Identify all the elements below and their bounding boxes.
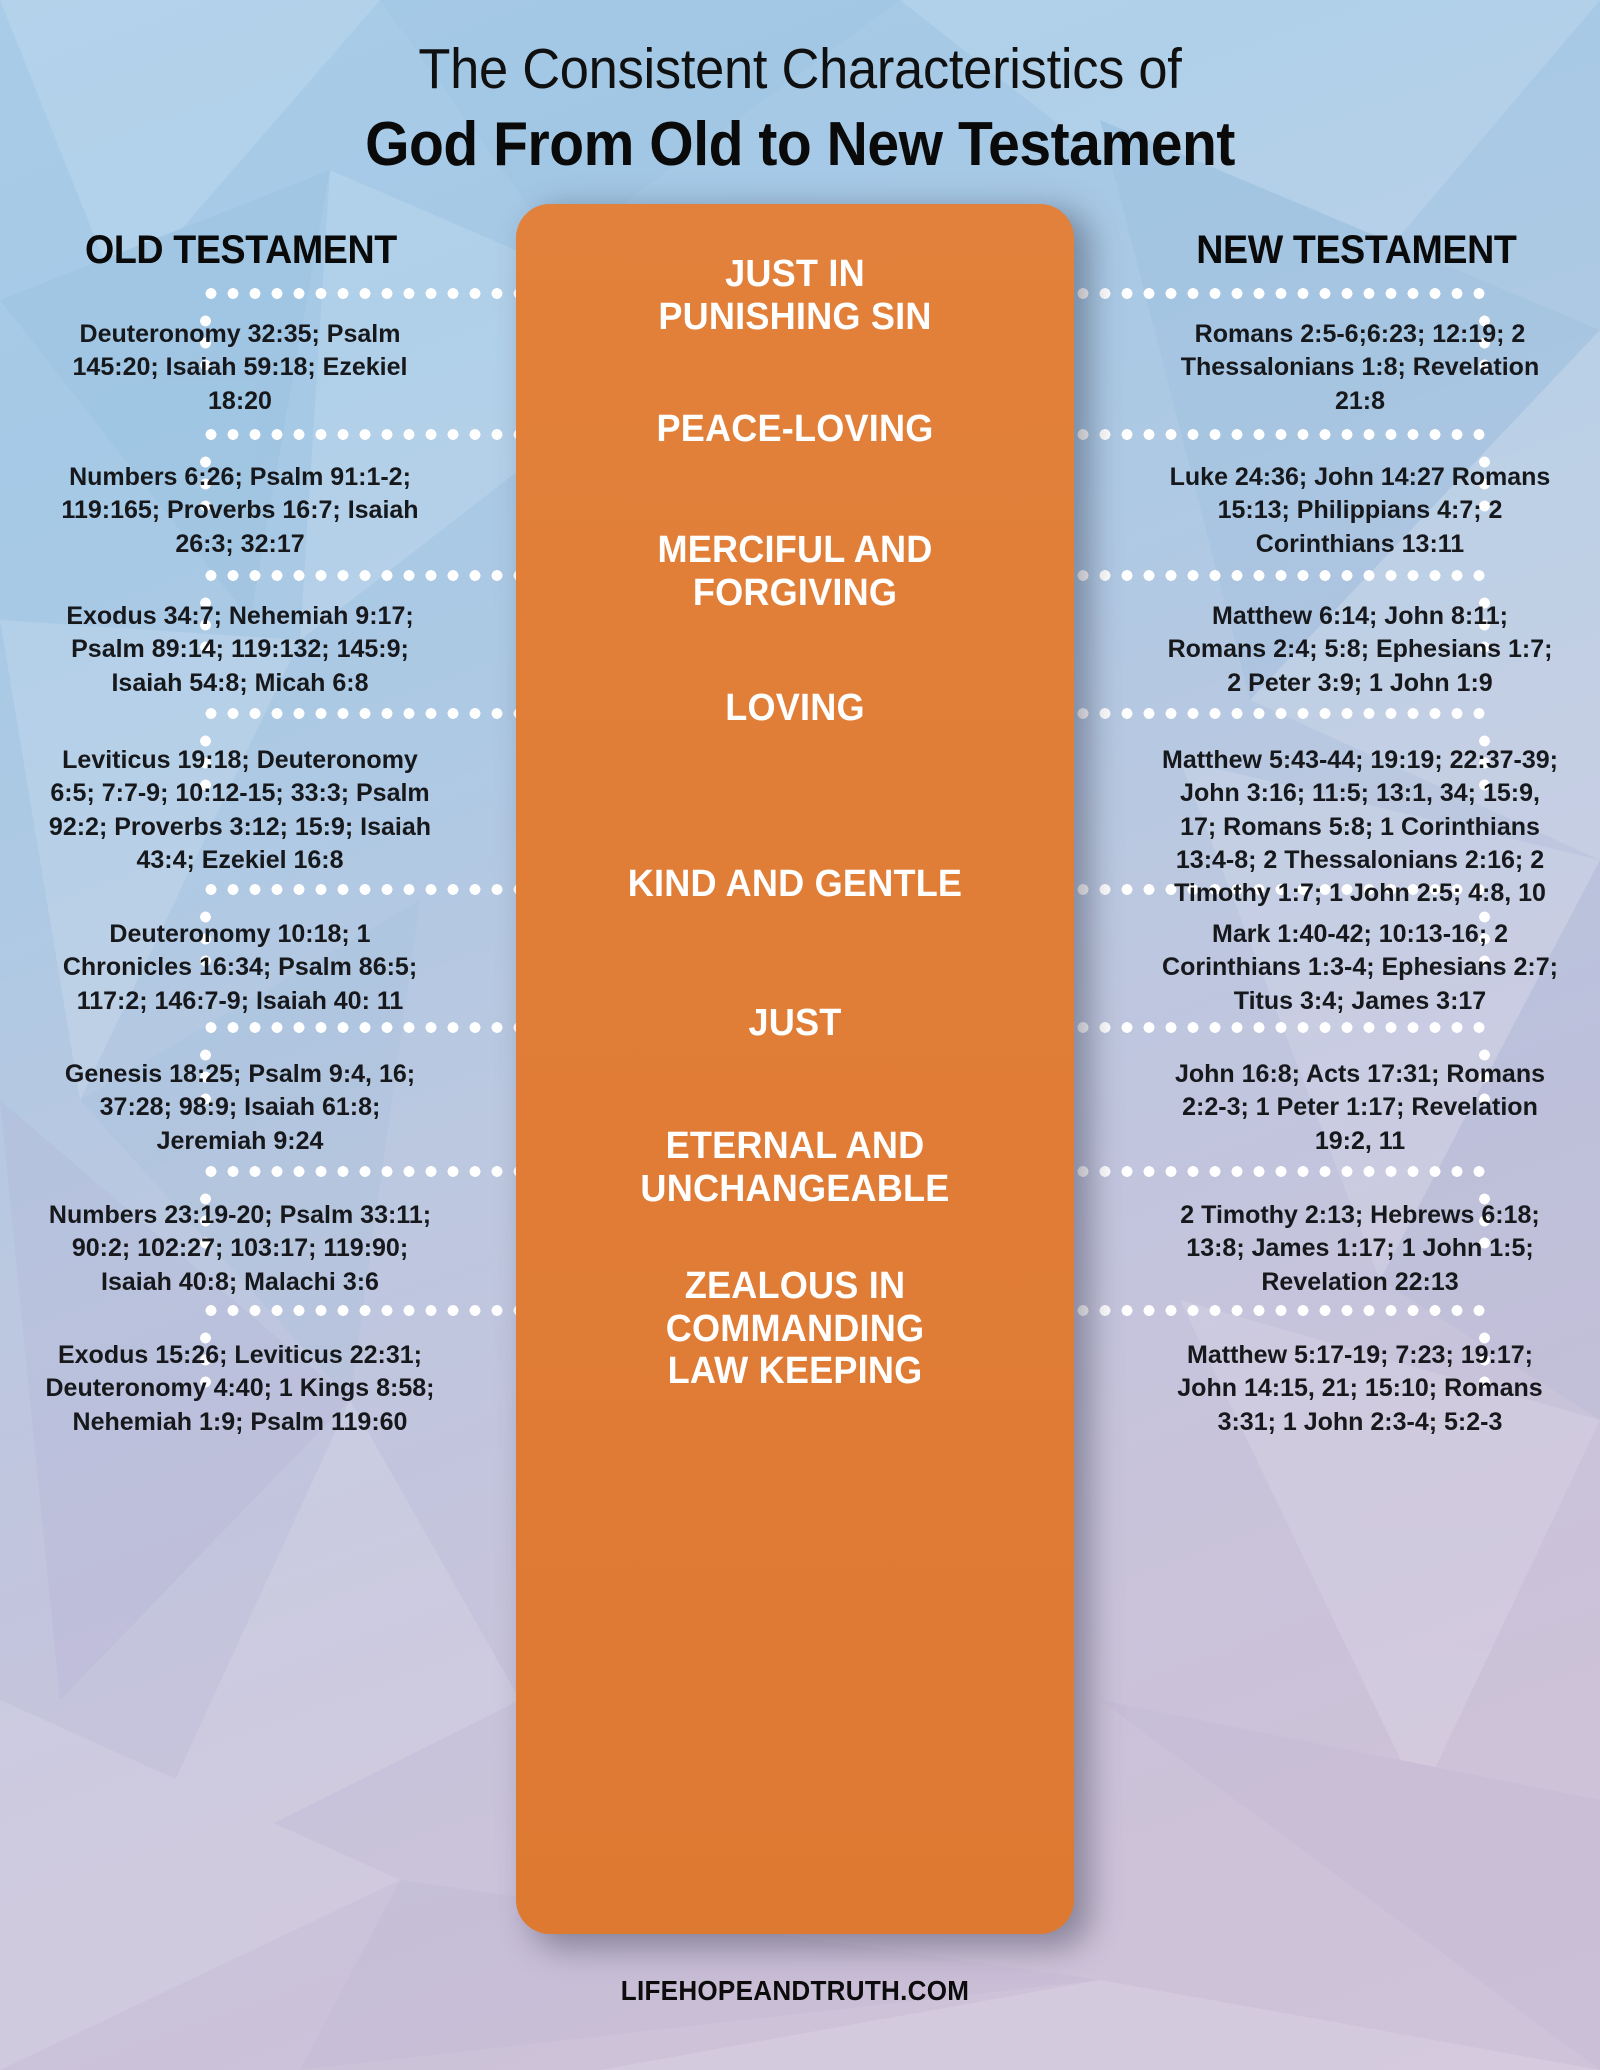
- characteristic-heading-line: UNCHANGEABLE: [640, 1167, 950, 1210]
- old-testament-scripture: Exodus 34:7; Nehemiah 9:17; Psalm 89:14;…: [66, 602, 414, 697]
- dotted-connector-nt-horizontal: [1028, 429, 1490, 440]
- new-testament-scripture: Matthew 5:43-44; 19:19; 22:37-39; John 3…: [1162, 746, 1558, 907]
- dotted-connector-ot-horizontal: [200, 429, 562, 440]
- dotted-connector-nt-horizontal: [1028, 288, 1490, 299]
- dotted-connector-ot-vertical: [200, 1327, 211, 1395]
- new-testament-scripture: Romans 2:5-6;6:23; 12:19; 2 Thessalonian…: [1180, 320, 1540, 415]
- dotted-connector-ot-vertical: [200, 1044, 211, 1112]
- new-testament-scripture: John 16:8; Acts 17:31; Romans 2:2-3; 1 P…: [1174, 1060, 1546, 1155]
- title-line-2: God From Old to New Testament: [365, 109, 1235, 179]
- new-testament-scripture: Mark 1:40-42; 10:13-16; 2 Corinthians 1:…: [1162, 920, 1558, 1015]
- new-testament-scripture: Matthew 5:17-19; 7:23; 19:17; John 14:15…: [1177, 1341, 1543, 1436]
- dotted-connector-nt-horizontal: [1028, 570, 1490, 581]
- old-testament-scripture: Deuteronomy 32:35; Psalm 145:20; Isaiah …: [72, 320, 408, 415]
- characteristic-heading-line: ZEALOUS IN: [684, 1265, 906, 1307]
- characteristic-heading-line: JUST IN: [725, 253, 865, 295]
- dotted-connector-ot-vertical: [200, 592, 211, 660]
- characteristic-heading-line: ETERNAL AND: [665, 1125, 925, 1167]
- dotted-connector-ot-vertical: [200, 1188, 211, 1256]
- new-testament-scripture: 2 Timothy 2:13; Hebrews 6:18; 13:8; Jame…: [1180, 1201, 1540, 1296]
- characteristic-heading-line: MERCIFUL AND: [657, 529, 933, 571]
- old-testament-scripture: Numbers 6:26; Psalm 91:1-2; 119:165; Pro…: [61, 463, 419, 558]
- characteristic-heading-line: PUNISHING SIN: [658, 295, 932, 338]
- dotted-connector-nt-vertical: [1479, 1044, 1490, 1112]
- dotted-connector-ot-vertical: [200, 451, 211, 519]
- center-characteristics-panel: [516, 204, 1074, 1934]
- dotted-connector-nt-vertical: [1479, 906, 1490, 974]
- characteristic-heading: LOVING: [530, 687, 1060, 730]
- dotted-connector-ot-horizontal: [200, 1022, 562, 1033]
- dotted-connector-ot-vertical: [200, 310, 211, 378]
- dotted-connector-nt-horizontal: [1028, 1166, 1490, 1177]
- dotted-connector-nt-vertical: [1479, 1188, 1490, 1256]
- new-testament-column-header: NEW TESTAMENT: [1196, 228, 1518, 272]
- old-testament-scripture: Leviticus 19:18; Deuteronomy 6:5; 7:7-9;…: [48, 746, 432, 874]
- characteristic-heading-line: FORGIVING: [692, 571, 898, 614]
- characteristic-heading: KIND AND GENTLE: [530, 863, 1060, 906]
- dotted-connector-ot-horizontal: [200, 1305, 562, 1316]
- dotted-connector-ot-vertical: [200, 906, 211, 974]
- dotted-connector-nt-horizontal: [1028, 1022, 1490, 1033]
- characteristic-heading: JUST: [530, 1002, 1060, 1045]
- dotted-connector-nt-vertical: [1479, 730, 1490, 798]
- characteristic-heading: PEACE-LOVING: [530, 408, 1060, 451]
- characteristic-heading-line: COMMANDING: [665, 1307, 925, 1350]
- characteristic-heading-line: LAW KEEPING: [667, 1350, 923, 1393]
- dotted-connector-ot-horizontal: [200, 570, 562, 581]
- title-line-1: The Consistent Characteristics of: [418, 37, 1182, 101]
- page-title: The Consistent Characteristics of God Fr…: [0, 37, 1600, 181]
- old-testament-column-header: OLD TESTAMENT: [84, 228, 397, 272]
- dotted-connector-nt-horizontal: [1028, 708, 1490, 719]
- dotted-connector-nt-vertical: [1479, 451, 1490, 519]
- source-footer: LIFEHOPEANDTRUTH.COM: [620, 1975, 970, 2006]
- dotted-connector-nt-vertical: [1479, 592, 1490, 660]
- old-testament-scripture: Numbers 23:19-20; Psalm 33:11; 90:2; 102…: [48, 1201, 432, 1296]
- characteristic-heading-line: LOVING: [725, 687, 865, 729]
- dotted-connector-ot-horizontal: [200, 1166, 562, 1177]
- old-testament-scripture: Genesis 18:25; Psalm 9:4, 16; 37:28; 98:…: [64, 1060, 416, 1155]
- dotted-connector-nt-horizontal: [1028, 884, 1490, 895]
- dotted-connector-ot-horizontal: [200, 884, 562, 895]
- new-testament-scripture: Luke 24:36; John 14:27 Romans 15:13; Phi…: [1169, 463, 1551, 558]
- old-testament-scripture: Deuteronomy 10:18; 1 Chronicles 16:34; P…: [62, 920, 418, 1015]
- dotted-connector-nt-vertical: [1479, 1327, 1490, 1395]
- dotted-connector-nt-horizontal: [1028, 1305, 1490, 1316]
- dotted-connector-nt-vertical: [1479, 310, 1490, 378]
- new-testament-scripture: Matthew 6:14; John 8:11; Romans 2:4; 5:8…: [1167, 602, 1553, 697]
- characteristic-heading-line: JUST: [748, 1002, 842, 1044]
- characteristic-heading-line: PEACE-LOVING: [656, 408, 934, 450]
- dotted-connector-ot-vertical: [200, 730, 211, 798]
- characteristic-heading-line: KIND AND GENTLE: [627, 863, 963, 905]
- dotted-connector-ot-horizontal: [200, 288, 562, 299]
- old-testament-scripture: Exodus 15:26; Leviticus 22:31; Deuterono…: [45, 1341, 435, 1436]
- dotted-connector-ot-horizontal: [200, 708, 562, 719]
